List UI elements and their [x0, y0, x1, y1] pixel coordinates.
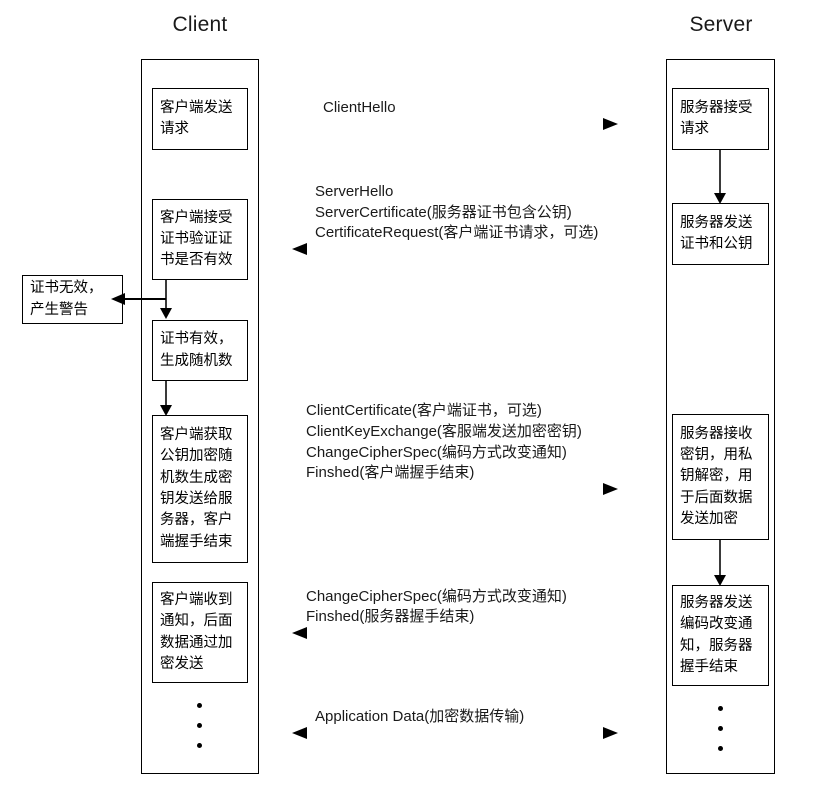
box-text-line: 编码改变通 — [680, 616, 753, 633]
message-label-line: CertificateRequest(客户端证书请求，可选) — [315, 224, 599, 242]
client-continuation-dots — [197, 703, 202, 748]
arrow-head-left-icon — [292, 627, 307, 639]
message-client-hello[interactable]: ClientHello — [293, 99, 618, 130]
box-text-line: 机数生成密 — [160, 469, 233, 486]
box-text-line: 钥解密，用 — [680, 468, 753, 485]
box-text-line: 证书验证证 — [160, 230, 233, 247]
ellipsis-dot — [197, 723, 202, 728]
message-application-data[interactable]: Application Data(加密数据传输) — [292, 708, 618, 739]
message-label-line: Finshed(服务器握手结束) — [306, 608, 475, 626]
server-column-header: Server — [689, 13, 753, 36]
box-text-line: 生成随机数 — [160, 352, 233, 369]
ellipsis-dot — [197, 743, 202, 748]
client-step-box-1[interactable]: 客户端发送 请求 — [152, 88, 248, 150]
box-text-line: 证书和公钥 — [680, 236, 753, 252]
client-column-header: Client — [172, 13, 228, 36]
box-text-line: 书是否有效 — [160, 252, 233, 269]
message-label-group: ChangeCipherSpec(编码方式改变通知) Finshed(服务器握手… — [306, 587, 567, 631]
box-text-line: 服务器发送 — [680, 594, 753, 611]
box-text-line: 客户端接受 — [160, 209, 233, 226]
box-text-line: 通知，后面 — [160, 613, 233, 630]
message-label-line: ServerCertificate(服务器证书包含公钥) — [315, 203, 572, 221]
certificate-invalid-alert-box[interactable]: 证书无效， 产生警告 — [22, 275, 123, 324]
server-step-box-3[interactable]: 服务器接收 密钥，用私 钥解密，用 于后面数据 发送加密 — [672, 414, 769, 540]
box-text-line: 公钥加密随 — [160, 448, 233, 465]
box-text-line: 务器，客户 — [160, 512, 233, 529]
message-server-hello-group[interactable]: ServerHello ServerCertificate(服务器证书包含公钥)… — [292, 183, 617, 255]
box-text-line: 知，服务器 — [680, 637, 753, 654]
message-label-line: ChangeCipherSpec(编码方式改变通知) — [306, 587, 567, 605]
message-label-line: Finshed(客户端握手结束) — [306, 464, 475, 482]
box-text-line: 请求 — [160, 121, 189, 137]
box-text-line: 证书有效， — [160, 331, 233, 348]
message-server-change-cipher-spec-group[interactable]: ChangeCipherSpec(编码方式改变通知) Finshed(服务器握手… — [292, 588, 617, 639]
box-text-line: 数据通过加 — [160, 634, 233, 651]
client-step-box-3[interactable]: 证书有效， 生成随机数 — [152, 320, 248, 381]
server-step-box-4[interactable]: 服务器发送 编码改变通 知，服务器 握手结束 — [672, 585, 769, 686]
box-text-line: 密发送 — [160, 655, 204, 672]
server-step-box-2[interactable]: 服务器发送 证书和公钥 — [672, 203, 769, 265]
arrow-stem — [165, 280, 168, 310]
arrow-stem — [719, 150, 722, 195]
message-label-group: ServerHello ServerCertificate(服务器证书包含公钥)… — [315, 182, 598, 247]
message-label-line: ClientKeyExchange(客服端发送加密密钥) — [306, 422, 582, 440]
message-label-line: ServerHello — [315, 182, 394, 200]
box-text-line: 端握手结束 — [160, 533, 233, 550]
message-label-group: ClientHello — [323, 98, 396, 122]
arrow-head-right-icon — [603, 727, 618, 739]
box-text-line: 握手结束 — [680, 658, 738, 675]
message-label-group: ClientCertificate(客户端证书，可选) ClientKeyExc… — [306, 401, 582, 487]
box-text-line: 服务器发送 — [680, 214, 753, 231]
arrow-head-left-icon — [292, 243, 307, 255]
box-text-line: 产生警告 — [30, 301, 88, 318]
arrow-stem — [165, 381, 168, 407]
arrow-head-down-icon — [159, 308, 172, 319]
arrow-head-left-icon — [292, 727, 307, 739]
ellipsis-dot — [718, 746, 723, 751]
box-text-line: 证书无效， — [30, 280, 103, 297]
box-text-line: 服务器接收 — [680, 425, 753, 442]
arrow-head-down-icon — [713, 193, 726, 204]
client-step-box-2[interactable]: 客户端接受 证书验证证 书是否有效 — [152, 199, 248, 280]
server-continuation-dots — [718, 706, 723, 751]
message-label-line: ClientHello — [323, 99, 396, 117]
box-text-line: 请求 — [680, 121, 709, 137]
box-text-line: 客户端获取 — [160, 427, 233, 444]
box-text-line: 钥发送给服 — [160, 491, 233, 507]
arrow-head-down-icon — [159, 405, 172, 416]
box-text-line: 客户端发送 — [160, 99, 233, 116]
box-text-line: 服务器接受 — [680, 99, 753, 116]
message-label-line: Application Data(加密数据传输) — [315, 708, 525, 726]
arrow-head-right-icon — [603, 483, 618, 495]
box-text-line: 客户端收到 — [160, 591, 233, 608]
client-step-box-5[interactable]: 客户端收到 通知，后面 数据通过加 密发送 — [152, 582, 248, 683]
message-label-line: ClientCertificate(客户端证书，可选) — [306, 402, 542, 420]
message-label-line: ChangeCipherSpec(编码方式改变通知) — [306, 443, 567, 461]
box-text-line: 密钥，用私 — [680, 447, 753, 464]
message-client-key-exchange-group[interactable]: ClientCertificate(客户端证书，可选) ClientKeyExc… — [293, 402, 618, 495]
box-text-line: 发送加密 — [680, 510, 738, 527]
server-step-box-1[interactable]: 服务器接受 请求 — [672, 88, 769, 150]
message-label-group: Application Data(加密数据传输) — [315, 707, 524, 731]
arrow-head-down-icon — [713, 575, 726, 586]
arrow-head-right-icon — [603, 118, 618, 130]
client-step-box-4[interactable]: 客户端获取 公钥加密随 机数生成密 钥发送给服 务器，客户 端握手结束 — [152, 415, 248, 563]
ellipsis-dot — [718, 706, 723, 711]
alert-branch-line — [124, 298, 166, 301]
box-text-line: 于后面数据 — [680, 489, 753, 506]
ellipsis-dot — [718, 726, 723, 731]
arrow-stem — [719, 540, 722, 577]
arrow-head-left-icon — [111, 293, 125, 305]
ellipsis-dot — [197, 703, 202, 708]
